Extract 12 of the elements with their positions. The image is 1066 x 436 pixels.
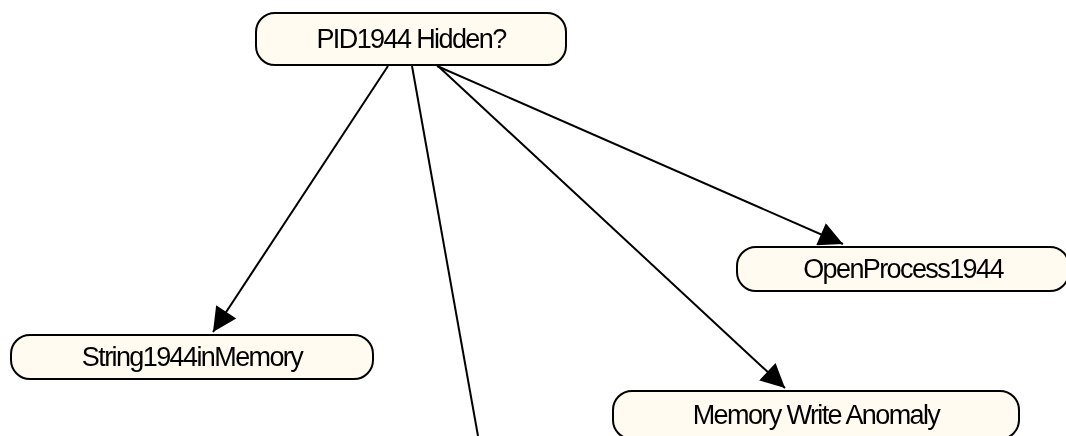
node-label: String1944inMemory — [81, 341, 303, 373]
rounded-box — [255, 12, 567, 66]
arrow — [436, 65, 844, 246]
node-label: PID1944 Hidden? — [316, 23, 506, 55]
node-label: OpenProcess1944 — [803, 253, 1003, 285]
node-label: Memory Write Anomaly — [692, 399, 940, 431]
arrow — [437, 65, 786, 389]
connector-line — [411, 65, 479, 436]
rounded-box — [10, 334, 374, 380]
rounded-box — [736, 246, 1066, 292]
arrow — [212, 65, 389, 333]
rounded-box — [612, 390, 1020, 436]
